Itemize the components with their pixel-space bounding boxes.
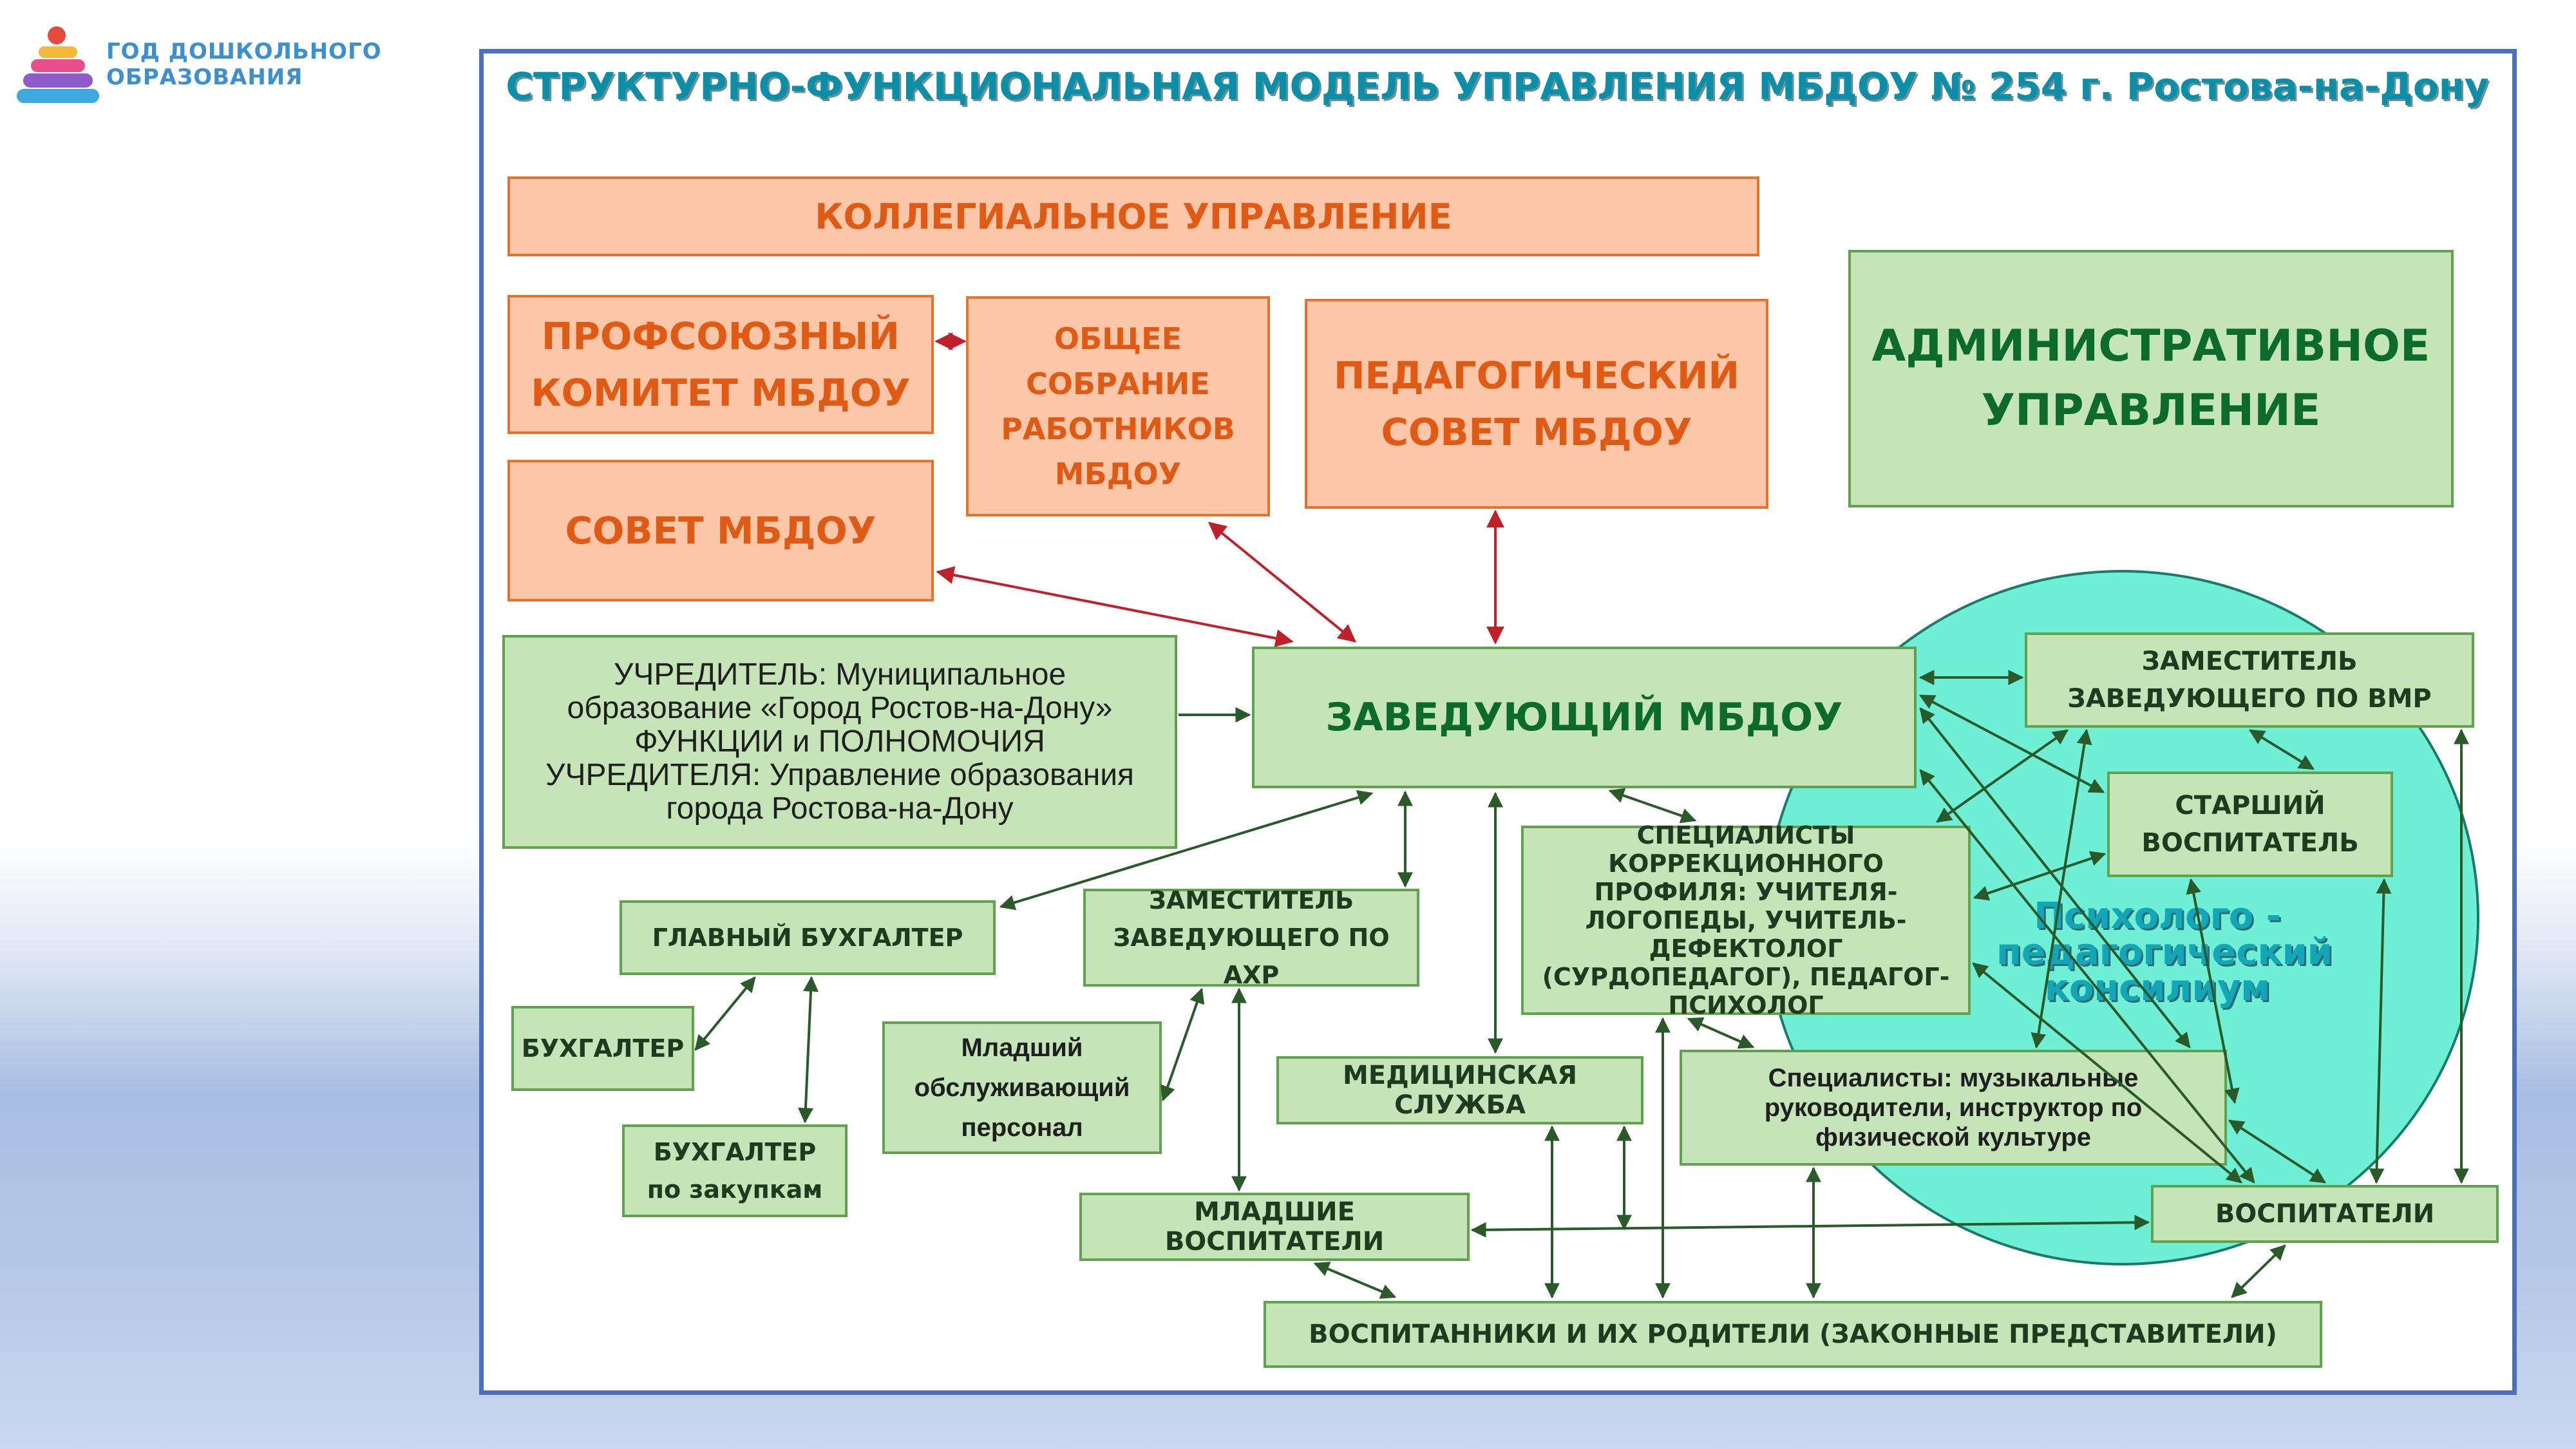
procurement-accountant-box: БУХГАЛТЕР по закупкам: [622, 1124, 848, 1217]
logo: ГОД ДОШКОЛЬНОГО ОБРАЗОВАНИЯ: [0, 0, 388, 126]
arrow-junior-teachers-teachers: [1470, 1215, 2150, 1238]
arrow-meeting-head: [1208, 522, 1357, 643]
council-box: СОВЕТ МБДОУ: [507, 460, 934, 601]
pyramid-logo-icon: [17, 26, 99, 103]
union-committee-box: ПРОФСОЮЗНЫЙ КОМИТЕТ МБДОУ: [507, 295, 934, 434]
founder-box: УЧРЕДИТЕЛЬ: Муниципальное образование «Г…: [502, 635, 1177, 849]
accountant-box: БУХГАЛТЕР: [511, 1006, 694, 1091]
arrow-chief-accountant: [694, 976, 756, 1051]
teachers-box: ВОСПИТАТЕЛИ: [2151, 1185, 2499, 1243]
red-arrows: [934, 332, 1504, 647]
logo-line-2: ОБРАЗОВАНИЯ: [106, 64, 303, 90]
arrow-correction-specialists: [1687, 1017, 1755, 1049]
arrow-teachers-pupils: [2231, 1244, 2286, 1298]
arrow-ahr-junior-staff: [1160, 987, 1205, 1102]
general-meeting-label: ОБЩЕЕ СОБРАНИЕ РАБОТНИКОВ МБДОУ: [1001, 321, 1235, 491]
junior-teachers-box: МЛАДШИЕ ВОСПИТАТЕЛИ: [1079, 1193, 1470, 1261]
procurement-accountant-label: БУХГАЛТЕР по закупкам: [647, 1138, 823, 1204]
logo-text: ГОД ДОШКОЛЬНОГО ОБРАЗОВАНИЯ: [106, 39, 382, 90]
teachers-label: ВОСПИТАТЕЛИ: [2215, 1199, 2435, 1229]
collegial-management-header: КОЛЛЕГИАЛЬНОЕ УПРАВЛЕНИЕ: [507, 176, 1759, 256]
diagram-title: СТРУКТУРНО-ФУНКЦИОНАЛЬНАЯ МОДЕЛЬ УПРАВЛЕ…: [506, 64, 2489, 108]
arrow-chief-procurement: [797, 976, 819, 1124]
arrow-vmr-specialists: [2031, 728, 2092, 1049]
arrow-head-chief-accountant: [999, 790, 1374, 911]
arrow-senior-teachers: [2369, 878, 2392, 1184]
arrow-head-specialists: [1919, 707, 2191, 1048]
arrow-junior-teachers-pupils: [1313, 1262, 1397, 1299]
head-box: ЗАВЕДУЮЩИЙ МБДОУ: [1252, 647, 1917, 788]
pupils-parents-label: ВОСПИТАННИКИ И ИХ РОДИТЕЛИ (ЗАКОННЫЕ ПРЕ…: [1309, 1320, 2277, 1349]
pupils-parents-box: ВОСПИТАННИКИ И ИХ РОДИТЕЛИ (ЗАКОННЫЕ ПРЕ…: [1264, 1301, 2322, 1368]
arrow-head-teachers: [1919, 769, 2255, 1184]
arrow-council-head: [936, 566, 1294, 647]
medical-service-label: МЕДИЦИНСКАЯ СЛУЖБА: [1342, 1061, 1578, 1120]
medical-service-box: МЕДИЦИНСКАЯ СЛУЖБА: [1276, 1056, 1643, 1124]
chief-accountant-label: ГЛАВНЫЙ БУХГАЛТЕР: [652, 923, 963, 952]
arrow-vmr-correction: [1936, 729, 2069, 823]
arrow-head-correction: [1608, 788, 1697, 824]
arrow-senior-correction: [1973, 851, 2107, 901]
logo-line-1: ГОД ДОШКОЛЬНОГО: [106, 39, 382, 64]
arrow-correction-teachers: [1972, 962, 2242, 1184]
correction-specialists-label: СПЕЦИАЛИСТЫ КОРРЕКЦИОННОГО ПРОФИЛЯ: УЧИТ…: [1542, 821, 1950, 1019]
administrative-management-box: АДМИНИСТРАТИВНОЕ УПРАВЛЕНИЕ: [1848, 250, 2454, 507]
pedagogical-council-box: ПЕДАГОГИЧЕСКИЙ СОВЕТ МБДОУ: [1305, 299, 1768, 509]
arrow-senior-specialists: [2186, 878, 2240, 1104]
union-committee-label: ПРОФСОЮЗНЫЙ КОМИТЕТ МБДОУ: [531, 314, 911, 415]
chief-accountant-box: ГЛАВНЫЙ БУХГАЛТЕР: [620, 900, 996, 975]
council-label: СОВЕТ МБДОУ: [565, 509, 876, 553]
accountant-label: БУХГАЛТЕР: [521, 1034, 685, 1063]
junior-teachers-label: МЛАДШИЕ ВОСПИТАТЕЛИ: [1164, 1197, 1385, 1256]
green-arrows: [694, 670, 2469, 1299]
collegial-management-label: КОЛЛЕГИАЛЬНОЕ УПРАВЛЕНИЕ: [815, 196, 1452, 237]
junior-staff-box: Младший обслуживающий персонал: [882, 1021, 1162, 1154]
administrative-management-label: АДМИНИСТРАТИВНОЕ УПРАВЛЕНИЕ: [1871, 321, 2430, 436]
founder-label: УЧРЕДИТЕЛЬ: Муниципальное образование «Г…: [545, 658, 1135, 826]
correction-specialists-box: СПЕЦИАЛИСТЫ КОРРЕКЦИОННОГО ПРОФИЛЯ: УЧИТ…: [1521, 821, 1971, 1019]
pedagogical-council-label: ПЕДАГОГИЧЕСКИЙ СОВЕТ МБДОУ: [1333, 354, 1739, 454]
arrow-vmr-senior: [2248, 729, 2315, 770]
general-meeting-box: ОБЩЕЕ СОБРАНИЕ РАБОТНИКОВ МБДОУ: [966, 296, 1270, 516]
arrow-specialists-teachers: [2228, 1119, 2327, 1184]
head-label: ЗАВЕДУЮЩИЙ МБДОУ: [1325, 695, 1843, 740]
junior-staff-label: Младший обслуживающий персонал: [914, 1034, 1130, 1142]
